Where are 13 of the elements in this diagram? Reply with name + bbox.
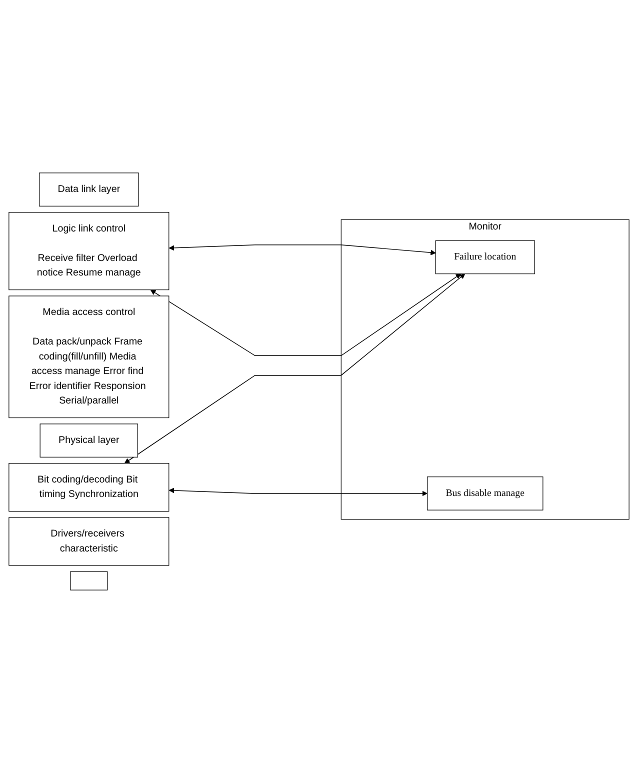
node-box: Bus disable manage (426, 476, 544, 510)
node-box (70, 571, 108, 590)
node-box: Drivers/receivers characteristic (8, 517, 170, 566)
node-box: Failure location (435, 240, 535, 274)
arrow (150, 274, 462, 356)
arrow (168, 244, 436, 256)
node-box: Media access control Data pack/unpack Frame coding(fill/unfill) Media access manage Error find Error identifier Responsion Serial/parallel (8, 296, 170, 418)
node-box: Physical layer (40, 424, 138, 458)
node-box: Bit coding/decoding Bit timing Synchronization (8, 463, 170, 512)
arrow (124, 274, 466, 464)
arrow (168, 488, 428, 496)
node-box: Logic link control Receive filter Overload notice Resume manage (8, 212, 170, 290)
node-box: Data link layer (38, 172, 139, 206)
